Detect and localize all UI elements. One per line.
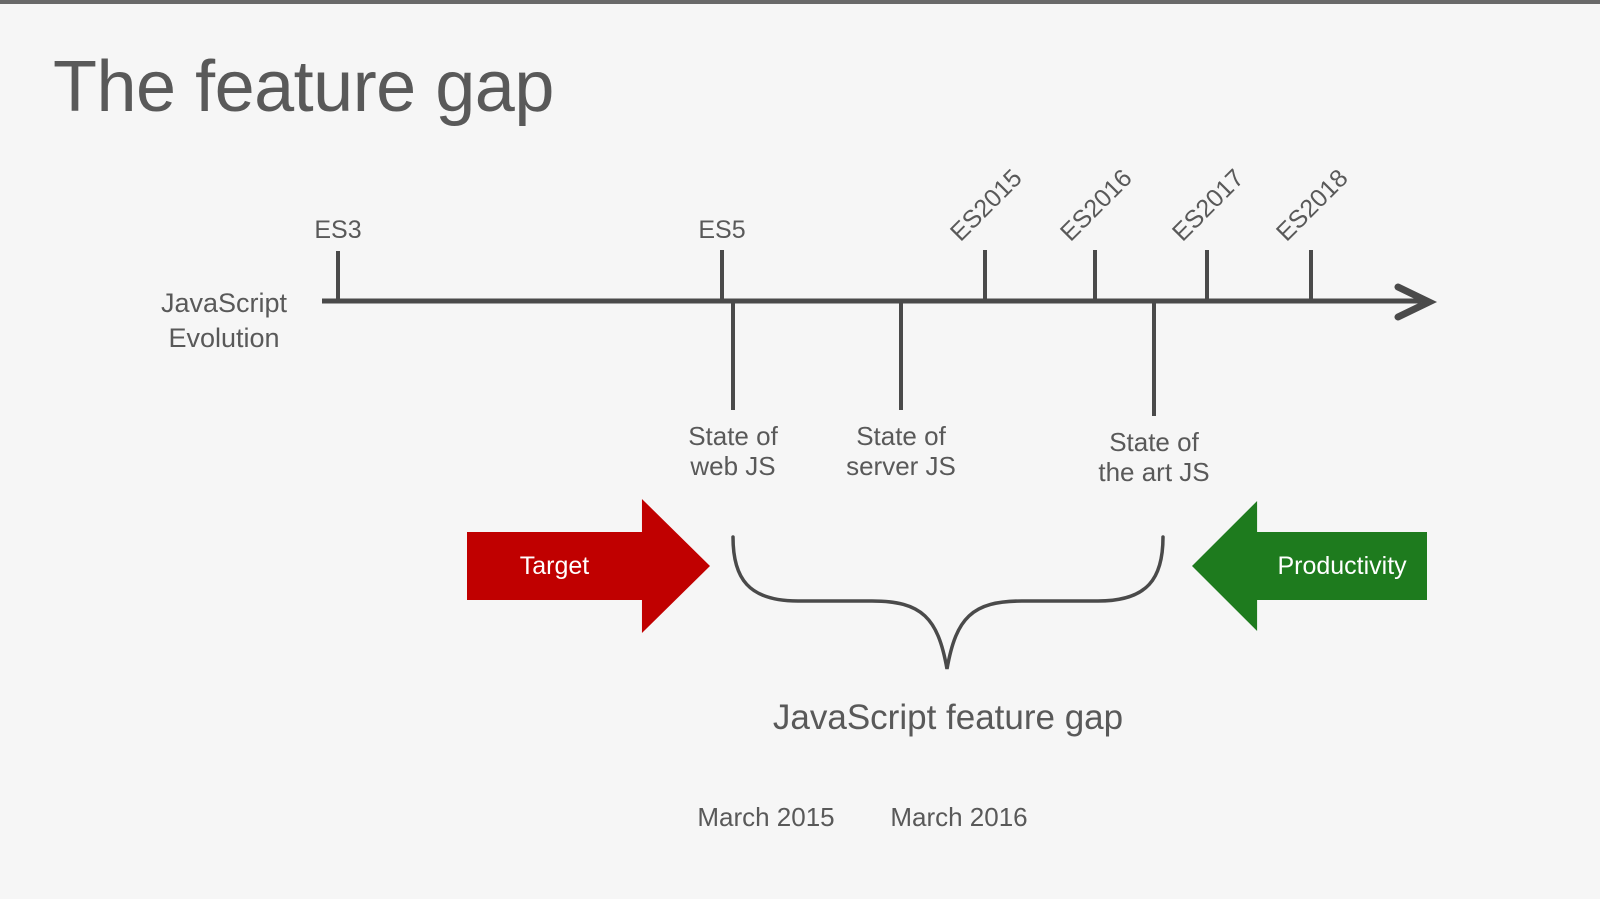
milestone-label-es3: ES3 bbox=[314, 216, 362, 244]
date-march-2015: March 2015 bbox=[697, 802, 835, 832]
feature-gap-caption: JavaScript feature gap bbox=[772, 698, 1124, 737]
state-server-line1: State of bbox=[856, 421, 946, 451]
state-art-line2: the art JS bbox=[1098, 457, 1210, 487]
target-arrow: Target bbox=[467, 499, 710, 633]
state-server-line2: server JS bbox=[846, 451, 956, 481]
timeline-axis-caption: JavaScript Evolution bbox=[124, 286, 324, 356]
milestone-label-es2016: ES2016 bbox=[1054, 163, 1138, 247]
state-label-art-js: State of the art JS bbox=[1074, 427, 1234, 487]
milestone-label-es2017: ES2017 bbox=[1166, 163, 1250, 247]
state-art-line1: State of bbox=[1109, 427, 1199, 457]
axis-caption-line1: JavaScript bbox=[160, 288, 288, 318]
feature-gap-brace bbox=[731, 535, 1165, 670]
state-web-line2: web JS bbox=[690, 451, 776, 481]
axis-caption-line2: Evolution bbox=[168, 323, 280, 353]
state-label-server-js: State of server JS bbox=[821, 421, 981, 481]
milestone-label-es2015: ES2015 bbox=[944, 163, 1028, 247]
milestone-label-es5: ES5 bbox=[698, 216, 746, 244]
state-web-line1: State of bbox=[688, 421, 778, 451]
productivity-arrow: Productivity bbox=[1192, 501, 1427, 631]
slide-accent-bar bbox=[0, 0, 1600, 4]
slide-title: The feature gap bbox=[53, 47, 554, 127]
target-arrow-label: Target bbox=[519, 551, 590, 580]
productivity-arrow-label: Productivity bbox=[1277, 551, 1407, 580]
timeline-arrowhead-icon bbox=[1394, 283, 1438, 321]
milestone-label-es2018: ES2018 bbox=[1270, 163, 1354, 247]
state-label-web-js: State of web JS bbox=[653, 421, 813, 481]
date-march-2016: March 2016 bbox=[890, 802, 1028, 832]
